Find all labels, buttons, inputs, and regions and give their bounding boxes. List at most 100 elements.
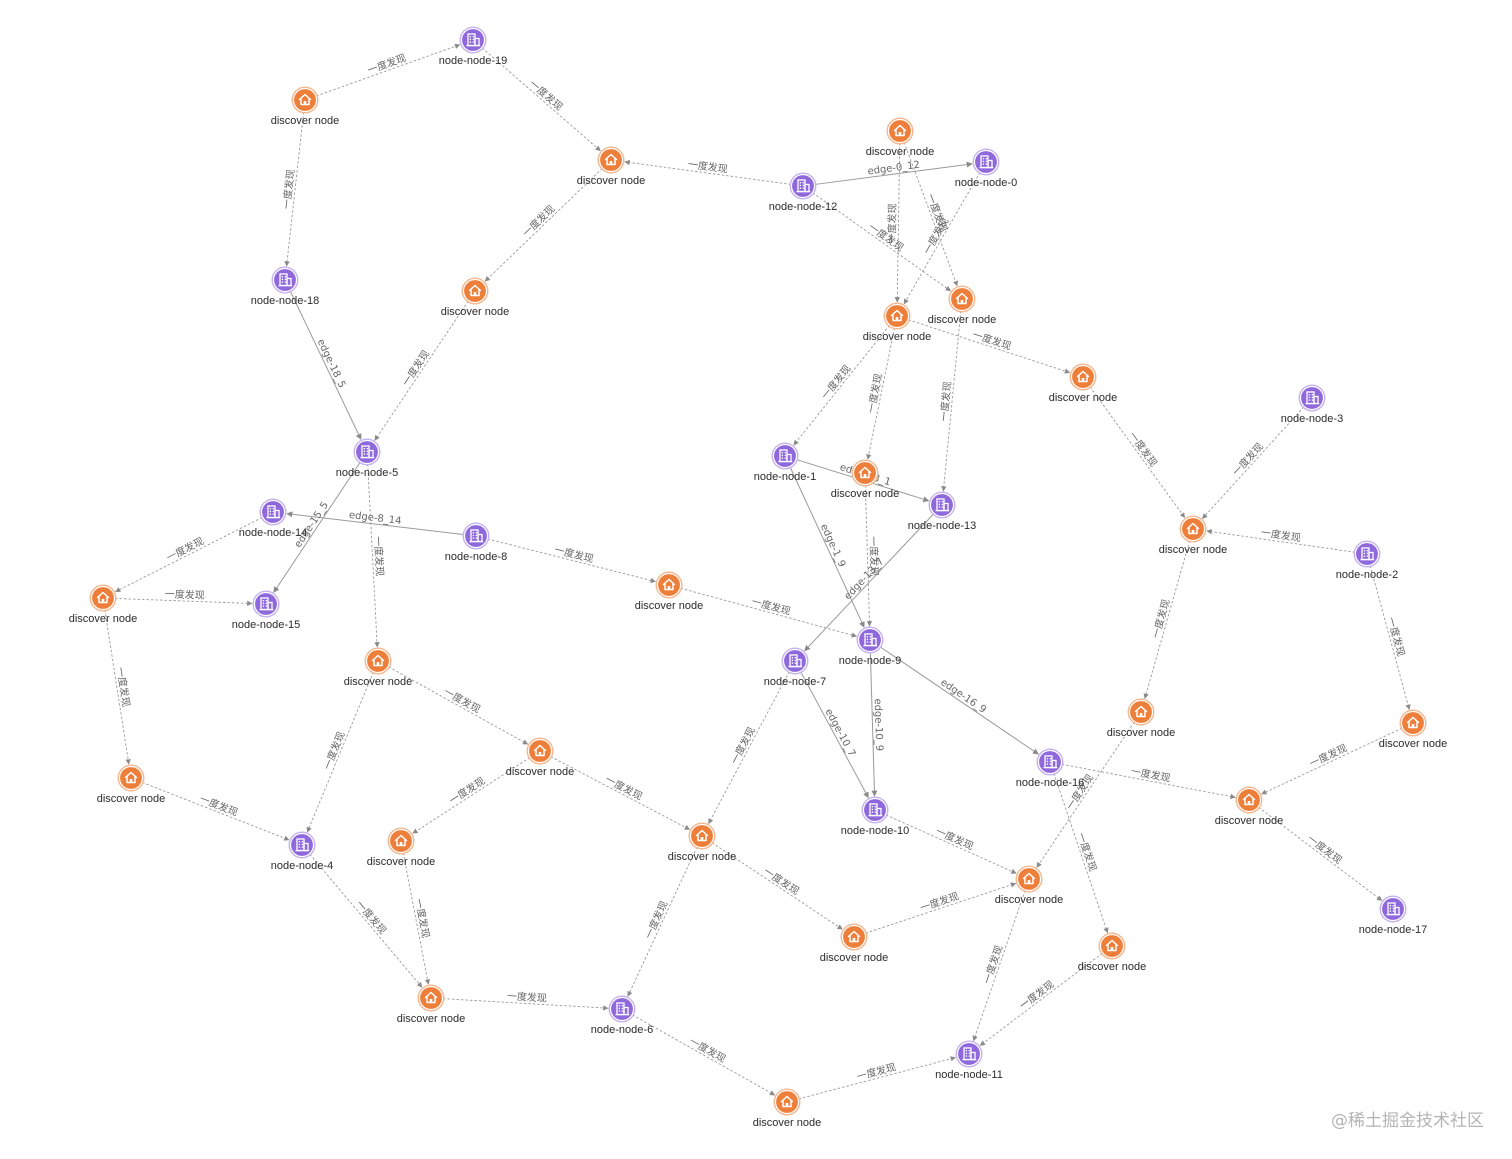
discover-node[interactable]: discover node bbox=[635, 571, 704, 613]
graph-node[interactable]: node-node-12 bbox=[769, 172, 838, 214]
discover-node[interactable]: discover node bbox=[97, 764, 166, 806]
house-icon bbox=[298, 93, 312, 106]
graph-edge[interactable] bbox=[487, 538, 656, 583]
graph-edge[interactable] bbox=[481, 47, 601, 152]
graph-edge[interactable] bbox=[903, 142, 959, 287]
graph-edge[interactable] bbox=[484, 168, 603, 282]
discover-node[interactable]: discover node bbox=[344, 647, 413, 689]
graph-edge[interactable] bbox=[367, 463, 380, 648]
graph-edge[interactable] bbox=[284, 111, 305, 267]
discover-node[interactable]: discover node bbox=[668, 822, 737, 864]
discover-node[interactable]: discover node bbox=[1159, 515, 1228, 557]
graph-edge[interactable] bbox=[316, 43, 461, 97]
graph-edge[interactable] bbox=[309, 853, 423, 988]
graph-edge[interactable] bbox=[442, 998, 609, 1011]
graph-node[interactable]: node-node-16 bbox=[1016, 748, 1085, 790]
discover-node[interactable]: discover node bbox=[397, 984, 466, 1026]
graph-edge[interactable] bbox=[908, 319, 1071, 374]
discover-node[interactable]: discover node bbox=[753, 1088, 822, 1130]
graph-node[interactable]: node-node-6 bbox=[591, 995, 653, 1037]
graph-edge[interactable] bbox=[289, 290, 362, 440]
graph-edge[interactable] bbox=[115, 517, 263, 593]
graph-edge[interactable] bbox=[374, 300, 469, 441]
graph-node[interactable]: node-node-11 bbox=[935, 1040, 1003, 1082]
graph-edge[interactable] bbox=[894, 142, 901, 303]
graph-edge[interactable] bbox=[680, 587, 858, 638]
graph-node[interactable]: node-node-2 bbox=[1336, 540, 1398, 582]
graph-node[interactable]: node-node-9 bbox=[839, 626, 901, 668]
graph-edge[interactable] bbox=[972, 890, 1026, 1042]
graph-edge[interactable] bbox=[624, 159, 792, 185]
graph-edge[interactable] bbox=[879, 646, 1039, 755]
graph-edge[interactable] bbox=[865, 882, 1017, 934]
discover-node[interactable]: discover node bbox=[928, 285, 997, 327]
discover-node[interactable]: discover node bbox=[1215, 786, 1284, 828]
discover-node[interactable]: discover node bbox=[831, 459, 900, 501]
discover-node[interactable]: discover node bbox=[506, 737, 575, 779]
graph-edge[interactable] bbox=[550, 756, 691, 830]
discover-node[interactable]: discover node bbox=[995, 865, 1064, 907]
graph-edge[interactable] bbox=[903, 172, 981, 305]
graph-edge[interactable] bbox=[979, 952, 1103, 1046]
discover-node[interactable]: discover node bbox=[1107, 698, 1176, 740]
graph-node[interactable]: node-node-13 bbox=[908, 491, 977, 533]
building-icon bbox=[615, 1002, 630, 1016]
graph-node[interactable]: node-node-7 bbox=[764, 647, 826, 689]
graph-edge[interactable] bbox=[1258, 806, 1383, 901]
discover-node[interactable]: discover node bbox=[577, 146, 646, 188]
graph-edge[interactable] bbox=[1053, 773, 1109, 934]
graph-edge[interactable] bbox=[793, 325, 890, 446]
graph-edge[interactable] bbox=[286, 511, 465, 536]
graph-edge[interactable] bbox=[869, 651, 878, 797]
graph-node[interactable]: node-node-3 bbox=[1281, 384, 1343, 426]
graph-node[interactable]: node-node-4 bbox=[271, 831, 333, 873]
graph-edge[interactable] bbox=[1061, 763, 1236, 800]
graph-edge[interactable] bbox=[814, 161, 973, 185]
graph-edge[interactable] bbox=[412, 757, 531, 834]
graph-edge[interactable] bbox=[114, 597, 253, 607]
graph-node[interactable]: node-node-5 bbox=[336, 438, 398, 480]
graph-edge[interactable] bbox=[798, 1056, 956, 1100]
discover-node[interactable]: discover node bbox=[1379, 709, 1448, 751]
graph-node[interactable]: node-node-15 bbox=[232, 590, 301, 632]
graph-node[interactable]: node-node-1 bbox=[754, 442, 816, 484]
graph-edge[interactable] bbox=[941, 310, 962, 492]
graph-node[interactable]: node-node-18 bbox=[251, 266, 320, 308]
graph-edge[interactable] bbox=[388, 666, 529, 745]
graph-edge[interactable] bbox=[711, 842, 843, 930]
graph-edge[interactable] bbox=[632, 1014, 776, 1096]
graph-node[interactable]: node-node-14 bbox=[239, 498, 308, 540]
graph-edge[interactable] bbox=[142, 781, 290, 841]
graph-edge[interactable] bbox=[306, 671, 374, 833]
graph-node[interactable]: node-node-8 bbox=[445, 522, 507, 564]
graph-edge[interactable] bbox=[800, 671, 869, 799]
graph-edge[interactable] bbox=[812, 192, 952, 292]
graph-edge[interactable] bbox=[1369, 565, 1411, 711]
graph-node[interactable]: node-node-17 bbox=[1359, 895, 1428, 937]
graph-edge[interactable] bbox=[1036, 721, 1135, 868]
discover-node[interactable]: discover node bbox=[441, 277, 510, 319]
graph-edge[interactable] bbox=[1261, 727, 1403, 795]
discover-node[interactable]: discover node bbox=[1078, 932, 1147, 974]
graph-edge[interactable] bbox=[885, 814, 1017, 874]
graph-edge[interactable] bbox=[804, 513, 935, 652]
discover-node[interactable]: discover node bbox=[367, 827, 436, 869]
graph-node[interactable]: node-node-19 bbox=[439, 26, 508, 68]
graph-node[interactable]: node-node-10 bbox=[841, 796, 910, 838]
discover-node[interactable]: discover node bbox=[1049, 363, 1118, 405]
graph-edge[interactable] bbox=[864, 484, 873, 627]
graph-edge[interactable] bbox=[104, 609, 131, 765]
graph-edge[interactable] bbox=[627, 846, 698, 997]
graph-edge[interactable] bbox=[273, 461, 361, 593]
discover-node[interactable]: discover node bbox=[69, 584, 138, 626]
discover-node[interactable]: discover node bbox=[863, 302, 932, 344]
graph-node[interactable]: node-node-0 bbox=[955, 148, 1017, 190]
discover-node[interactable]: discover node bbox=[820, 923, 889, 965]
graph-edge[interactable] bbox=[1206, 529, 1356, 553]
graph-edge[interactable] bbox=[1143, 540, 1191, 700]
discover-node[interactable]: discover node bbox=[866, 117, 935, 159]
graph-edge[interactable] bbox=[708, 671, 790, 825]
discover-node[interactable]: discover node bbox=[271, 86, 340, 128]
